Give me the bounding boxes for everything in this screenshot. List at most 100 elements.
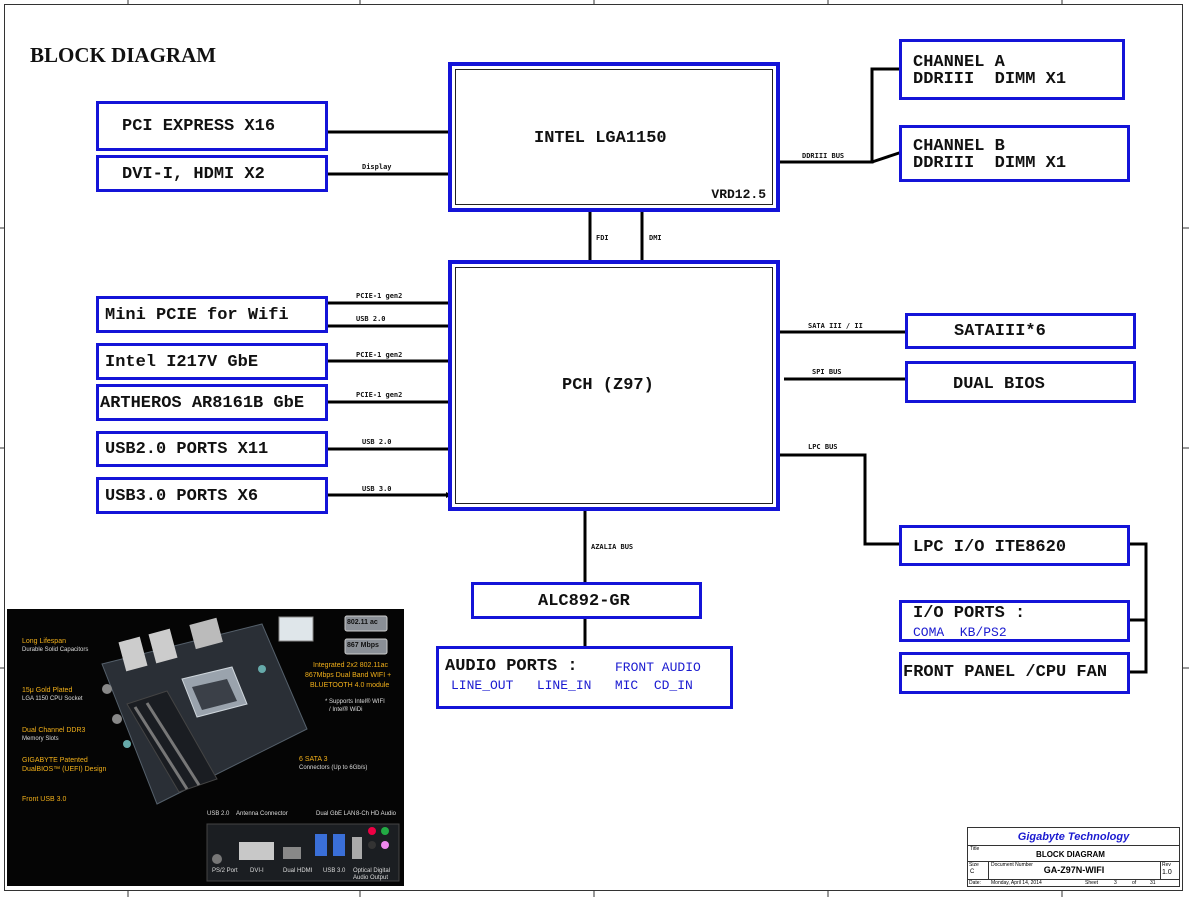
photo-feature-3-title: Dual Channel DDR3 [22,727,86,734]
channel-a-line2: DDRIII DIMM X1 [913,70,1067,89]
bus-label-spi: SPI BUS [812,368,842,376]
photo-feature-3-sub: Memory Slots [22,736,59,742]
cpu-label: INTEL LGA1150 [534,129,667,148]
title-block-date-label: Date: [969,880,981,886]
title-block-date: Monday, April 14, 2014 [991,880,1042,886]
dvi-hdmi-label: DVI-I, HDMI X2 [122,165,265,184]
mini-pcie-block: Mini PCIE for Wifi [96,296,328,333]
photo-feature-2-sub: LGA 1150 CPU Socket [22,696,83,702]
channel-a-block: CHANNEL A DDRIII DIMM X1 [899,39,1125,100]
photo-io-antenna: Antenna Connector [236,811,288,817]
photo-io-dvi: DVI-I [250,868,264,874]
bus-label-display: Display [362,163,392,171]
photo-badge-mbps: 867 Mbps [347,642,379,649]
bus-label-usb-wifi: USB 2.0 [356,315,386,323]
sata-block: SATAIII*6 [905,313,1136,349]
bus-label-usb3: USB 3.0 [362,485,392,493]
title-block-of-label: of [1132,880,1137,886]
photo-io-optical: Optical Digital Audio Output [353,868,391,881]
channel-b-line1: CHANNEL B [913,137,1005,156]
title-block-rev-label: Rev [1162,862,1171,868]
front-panel-block: FRONT PANEL /CPU FAN [899,652,1130,694]
title-block-of: 31 [1150,880,1156,886]
title-block-title-label: Title [970,846,980,852]
io-ports-sub: COMA KB/PS2 [913,625,1007,640]
photo-io-audio: 8-Ch HD Audio [356,811,397,817]
usb3-ports-label: USB3.0 PORTS X6 [105,487,259,506]
sata-label: SATAIII*6 [954,322,1046,341]
photo-io-usb3: USB 3.0 [323,868,346,874]
io-ports-block: I/O PORTS : COMA KB/PS2 [899,600,1130,642]
bus-label-fdi: FDI [596,234,609,242]
pcie-x16-block: PCI EXPRESS X16 [96,101,328,151]
photo-wifi-line2: 867Mbps Dual Band WIFI + [305,672,392,679]
title-block-rev: 1.0 [1162,869,1172,876]
bus-label-pcie-wifi: PCIE-1 gen2 [356,292,403,300]
gbe-intel-label: Intel I217V GbE [105,353,259,372]
pch-block: PCH (Z97) [448,260,780,511]
wire-lpc [778,453,902,546]
photo-wifi-line1: Integrated 2x2 802.11ac [313,662,388,669]
title-block-title: BLOCK DIAGRAM [1036,850,1105,859]
usb2-ports-block: USB2.0 PORTS X11 [96,431,328,467]
bus-label-pcie-atheros: PCIE-1 gen2 [356,391,403,399]
dvi-hdmi-block: DVI-I, HDMI X2 [96,155,328,192]
audio-sub-label: LINE_OUT LINE_IN MIC CD_IN [451,678,693,693]
gbe-intel-block: Intel I217V GbE [96,343,328,380]
gbe-atheros-block: ARTHEROS AR8161B GbE [96,384,328,421]
bus-label-dmi: DMI [649,234,662,242]
photo-feature-4-sub: DualBIOS™ (UEFI) Design [22,766,107,773]
photo-io-ps2: PS/2 Port [212,868,238,874]
lpc-io-label: LPC I/O ITE8620 [913,538,1067,557]
wire-ddr-a [778,67,902,164]
codec-label: ALC892-GR [538,592,630,611]
title-block-size-label: Size [969,862,979,868]
photo-io-hdmi: Dual HDMI [283,868,313,874]
channel-b-line2: DDRIII DIMM X1 [913,154,1067,173]
title-block-size: C [970,869,975,875]
bus-label-azalia: AZALIA BUS [591,543,634,551]
photo-feature-5-title: Front USB 3.0 [22,796,67,803]
bus-label-lpc: LPC BUS [808,443,838,451]
title-block-company: Gigabyte Technology [1017,831,1130,843]
photo-feature-2-title: 15μ Gold Plated [22,687,73,694]
motherboard-illustration [101,615,400,882]
photo-io-gbe: Dual GbE LAN [316,811,356,817]
title-block-docnum: GA-Z97N-WIFI [1043,865,1105,875]
io-ports-label: I/O PORTS : [913,604,1026,623]
title-block-docnum-label: Document Number [991,862,1033,868]
title-block-sheet: 3 [1114,880,1117,886]
bios-block: DUAL BIOS [905,361,1136,403]
audio-ports-block: AUDIO PORTS : FRONT AUDIO LINE_OUT LINE_… [436,646,733,709]
lpc-io-block: LPC I/O ITE8620 [899,525,1130,566]
photo-wifi-note1: * Supports Intel® WIFI [325,699,385,705]
photo-sata-sub: Connectors (Up to 6Gb/s) [299,765,368,771]
title-block: Gigabyte Technology Title BLOCK DIAGRAM … [967,827,1180,887]
bus-label-sata: SATA III / II [808,322,863,330]
bus-label-ddr: DDRIII BUS [802,152,845,160]
photo-wifi-note2: / Intel® WiDi [329,707,363,713]
title-block-sheet-label: Sheet [1085,880,1099,886]
pch-label: PCH (Z97) [562,376,654,395]
wire-ddr-b [871,150,903,164]
wire-lpc-bus-right [1129,542,1148,674]
motherboard-photo: Long Lifespan Durable Solid Capacitors 1… [7,609,404,886]
photo-wifi-line3: BLUETOOTH 4.0 module [310,682,390,689]
bus-label-pcie-intel: PCIE-1 gen2 [356,351,403,359]
channel-b-block: CHANNEL B DDRIII DIMM X1 [899,125,1130,182]
photo-sata-title: 6 SATA 3 [299,756,328,763]
gbe-atheros-label: ARTHEROS AR8161B GbE [100,394,305,413]
page-title: BLOCK DIAGRAM [30,43,217,67]
photo-io-usb2: USB 2.0 [207,811,230,817]
photo-feature-4-title: GIGABYTE Patented [22,757,88,764]
bus-label-usb2: USB 2.0 [362,438,392,446]
pcie-x16-label: PCI EXPRESS X16 [122,117,276,136]
cpu-vrd-label: VRD12.5 [711,187,766,202]
front-panel-label: FRONT PANEL /CPU FAN [903,663,1108,682]
audio-ports-label: AUDIO PORTS : [445,657,578,676]
photo-feature-1-title: Long Lifespan [22,638,66,645]
cpu-block: INTEL LGA1150 VRD12.5 [448,62,780,212]
usb3-ports-block: USB3.0 PORTS X6 [96,477,328,514]
drawing-frame [4,4,1183,891]
